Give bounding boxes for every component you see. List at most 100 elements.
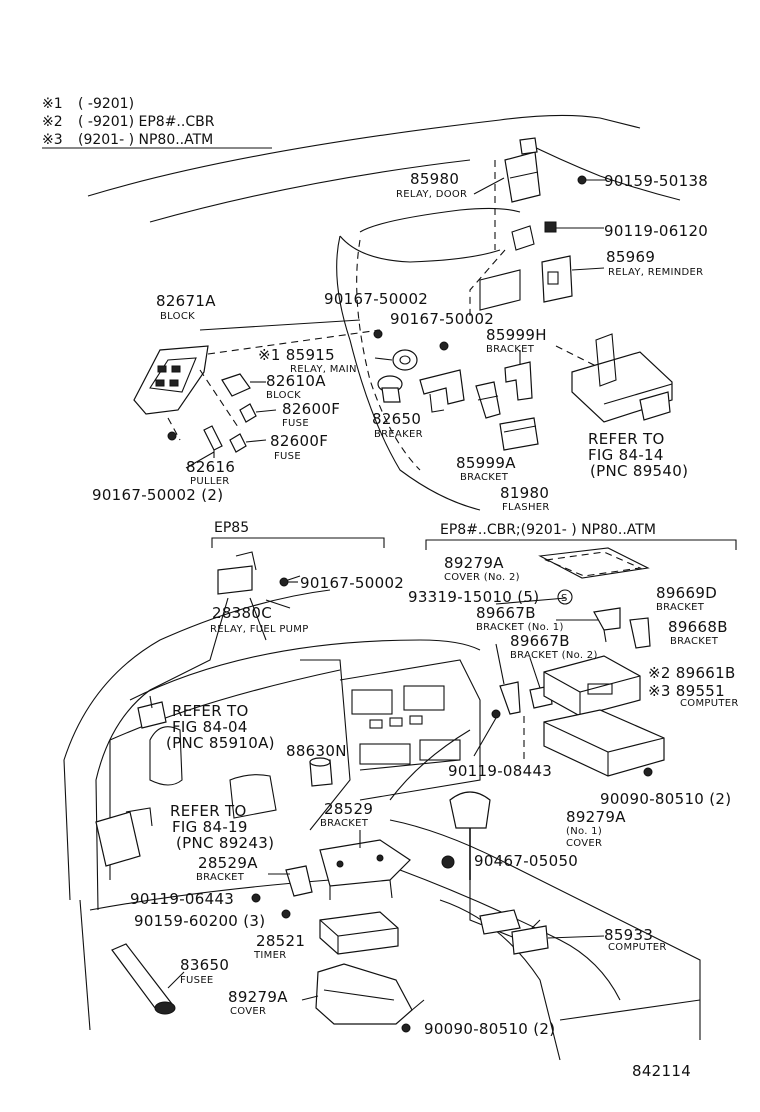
label-90090-80510-b: 90090-80510 (2) [424,1020,555,1038]
label-bracket-no2: BRACKET (No. 2) [510,650,598,661]
label-fuse-a: FUSE [282,418,309,429]
label-89667b-1: 89667B [476,604,536,622]
label-85999a: 85999A [456,454,516,472]
label-computer-89551: COMPUTER [680,698,739,709]
lower-dashboard-outline [63,589,701,1061]
screw-90167-50002-a [373,329,383,339]
computer-fig-84-14-part [555,333,673,423]
label-breaker: BREAKER [374,429,423,440]
label-82616: 82616 [186,458,235,476]
ep8-bracket [425,539,737,550]
fuse-82600f-b-part [229,433,267,453]
block-82610a-part [221,373,266,397]
label-90159-60200: 90159-60200 (3) [134,912,265,930]
label-timer: TIMER [253,950,286,961]
label-90119-06443: 90119-06443 [130,890,234,908]
label-bracket-28529: BRACKET [320,818,369,829]
screw-90159-50138 [577,175,587,185]
label-no1: (No. 1) [566,826,602,837]
gear-shift-part [449,791,491,880]
label-refer-1b: FIG 84-14 [588,446,664,464]
note-2-text: ( -9201) EP8#..CBR [78,114,215,130]
label-bracket-85999a: BRACKET [460,472,509,483]
label-bracket-no1: BRACKET (No. 1) [476,622,564,633]
bracket-middle-part [419,369,465,413]
bracket-89667b-no1-part [499,681,521,715]
leader-lines [167,177,605,1001]
label-s-mark: S [561,593,568,604]
header-ep8: EP8#..CBR;(9201- ) NP80..ATM [440,522,656,538]
relay-door-part [504,137,541,203]
bracket-28529-part [319,839,411,900]
relay-reminder-part [541,255,605,303]
label-90090-80510-a: 90090-80510 (2) [600,790,731,808]
label-refer-2a: REFER TO [172,702,249,720]
label-85969: 85969 [606,248,655,266]
label-fuse-b: FUSE [274,451,301,462]
upper-dashboard-outline [87,114,681,511]
bolt-90119-06120 [511,221,604,251]
label-82600f-b: 82600F [270,432,328,450]
puller-82616-part [203,425,223,458]
bracket-89668b-part [629,617,651,649]
bracket-85999a-part [475,381,501,419]
label-85999h: 85999H [486,326,547,344]
label-93319-15010: 93319-15010 (5) [408,588,539,606]
computer-89551-part [543,655,641,717]
label-90467-05050: 90467-05050 [474,852,578,870]
block-82671a-part [133,329,381,441]
label-90119-06120: 90119-06120 [604,222,708,240]
label-28529: 28529 [324,800,373,818]
label-block-82610a: BLOCK [266,390,301,401]
screw-90090-80510-a [643,767,653,777]
label-90167-50002-2: 90167-50002 (2) [92,486,223,504]
label-refer-2c: (PNC 85910A) [166,734,275,752]
figure-number: 842114 [632,1062,691,1080]
s-mark-circle [557,589,573,605]
label-relay-main: RELAY, MAIN [290,364,357,375]
label-computer-85933: COMPUTER [608,942,667,953]
cover-89279a-no1-part [543,709,665,777]
relay-main-part [374,349,418,371]
label-89667b-2: 89667B [510,632,570,650]
label-89551: ※3 89551 [648,682,725,700]
label-83650: 83650 [180,956,229,974]
bracket-28529a-part [285,865,313,897]
label-89279a-b: 89279A [566,808,626,826]
header-ep85: EP85 [214,520,249,536]
relay-fig-84-04-part [137,695,167,729]
part-labels: 85980 RELAY, DOOR 90159-50138 90119-0612… [92,170,739,1080]
label-cover-no1: COVER [566,838,602,849]
label-90167-50002-a: 90167-50002 [324,290,428,308]
label-refer-3a: REFER TO [170,802,247,820]
label-refer-3b: FIG 84-19 [172,818,248,836]
label-refer-3c: (PNC 89243) [176,834,274,852]
bolt-90119-06443 [251,893,261,903]
notes-block: ※1 ( -9201) ※2 ( -9201) EP8#..CBR ※3 (92… [42,96,272,149]
label-refer-1a: REFER TO [588,430,665,448]
cover-89279a-lower-part [315,963,425,1025]
relay-88630n-part [309,757,333,787]
bolt-90119-08443 [491,709,501,719]
cover-89279a-no2-part [538,547,650,579]
label-refer-2b: FIG 84-04 [172,718,248,736]
label-flasher: FLASHER [502,502,550,513]
label-81980: 81980 [500,484,549,502]
relay-fig-84-19-part [95,807,153,867]
label-28380c: 28380C [212,604,272,622]
label-89279a-c: 89279A [228,988,288,1006]
bracket-85999h-part [504,350,533,401]
label-block-82671a: BLOCK [160,311,195,322]
screw-90167-50002-2 [167,431,177,441]
label-28529a: 28529A [198,854,258,872]
label-89668b: 89668B [668,618,728,636]
screw-90167-50002-b [439,341,449,351]
label-82671a: 82671A [156,292,216,310]
label-82650: 82650 [372,410,421,428]
label-relay-fuel-pump: RELAY, FUEL PUMP [210,624,309,635]
label-82610a: 82610A [266,372,326,390]
breaker-82650-part [377,375,403,403]
label-refer-1c: (PNC 89540) [590,462,688,480]
note-1-text: ( -9201) [78,96,134,112]
